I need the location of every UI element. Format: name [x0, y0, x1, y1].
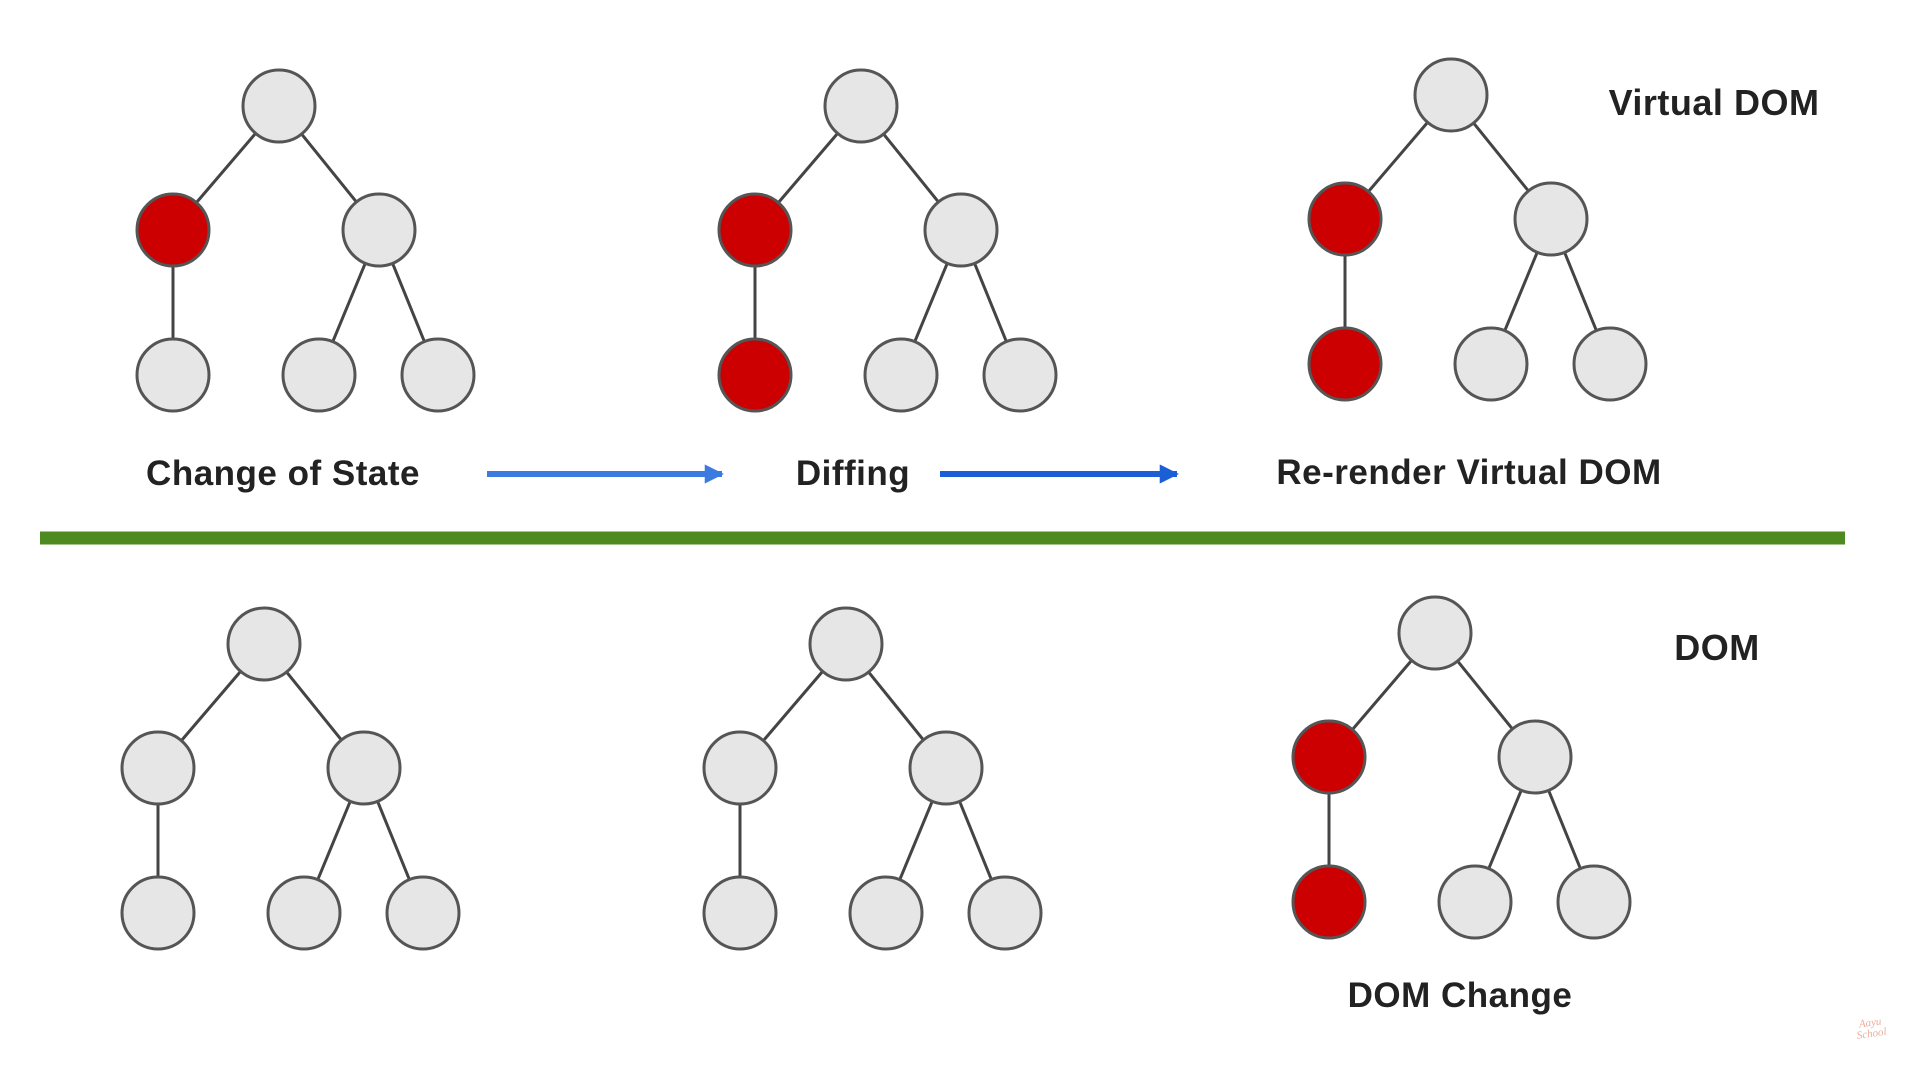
- tree-edge: [1367, 121, 1429, 193]
- watermark-logo: Aayu School: [1856, 1015, 1888, 1042]
- tree-edge: [180, 670, 242, 742]
- tree-edge: [1472, 122, 1530, 192]
- tree-vdom-diffing: [717, 68, 1058, 413]
- tree-edge: [376, 800, 411, 881]
- tree-edge: [1563, 251, 1598, 332]
- tree-node-right-grandchild-2: [1556, 864, 1632, 940]
- trees-layer: [120, 57, 1648, 951]
- changed-node-left-child: [1291, 719, 1367, 795]
- tree-edge: [762, 670, 824, 742]
- rerender-virtual-dom-label: Re-render Virtual DOM: [1276, 453, 1662, 492]
- tree-node-right-grandchild-1: [281, 337, 357, 413]
- changed-node-left-child: [717, 192, 793, 268]
- tree-edge: [316, 800, 352, 881]
- tree-node-root: [1397, 595, 1473, 671]
- tree-node-root: [823, 68, 899, 144]
- tree-node-right-child: [1497, 719, 1573, 795]
- tree-dom-changed: [1291, 595, 1632, 940]
- tree-edge: [1503, 251, 1539, 332]
- tree-node-right-grandchild-1: [863, 337, 939, 413]
- diffing-label: Diffing: [795, 454, 911, 493]
- changed-node-left-grandchild: [1307, 326, 1383, 402]
- changed-node-left-grandchild: [717, 337, 793, 413]
- tree-node-right-grandchild-2: [982, 337, 1058, 413]
- tree-edge: [777, 132, 839, 204]
- tree-node-right-grandchild-1: [1437, 864, 1513, 940]
- tree-edge: [1456, 660, 1514, 730]
- tree-node-right-grandchild-2: [1572, 326, 1648, 402]
- tree-node-left-grandchild: [702, 875, 778, 951]
- tree-edge: [973, 262, 1008, 343]
- tree-vdom-change-of-state: [135, 68, 476, 413]
- tree-node-left-child: [702, 730, 778, 806]
- tree-node-root: [226, 606, 302, 682]
- tree-edge: [285, 671, 343, 741]
- tree-node-left-grandchild: [135, 337, 211, 413]
- tree-node-root: [1413, 57, 1489, 133]
- tree-dom-diffing: [702, 606, 1043, 951]
- dom-heading: DOM: [1674, 627, 1760, 668]
- tree-node-root: [808, 606, 884, 682]
- tree-node-right-child: [341, 192, 417, 268]
- tree-node-right-grandchild-2: [400, 337, 476, 413]
- tree-edge: [331, 262, 367, 343]
- tree-edge: [882, 133, 940, 203]
- tree-edge: [391, 262, 426, 343]
- tree-node-left-child: [120, 730, 196, 806]
- tree-edge: [958, 800, 993, 881]
- change-of-state-label: Change of State: [146, 454, 420, 493]
- tree-edge: [1487, 789, 1523, 870]
- tree-edge: [913, 262, 949, 343]
- tree-node-right-grandchild-1: [266, 875, 342, 951]
- tree-node-right-child: [1513, 181, 1589, 257]
- changed-node-left-child: [1307, 181, 1383, 257]
- tree-edge: [1547, 789, 1582, 870]
- tree-node-left-grandchild: [120, 875, 196, 951]
- tree-vdom-rerender: [1307, 57, 1648, 402]
- tree-node-right-child: [326, 730, 402, 806]
- tree-node-right-grandchild-1: [848, 875, 924, 951]
- tree-edge: [898, 800, 934, 881]
- changed-node-left-grandchild: [1291, 864, 1367, 940]
- tree-node-root: [241, 68, 317, 144]
- tree-dom-before: [120, 606, 461, 951]
- tree-node-right-grandchild-2: [967, 875, 1043, 951]
- tree-node-right-child: [908, 730, 984, 806]
- tree-edge: [1351, 659, 1413, 731]
- virtual-dom-heading: Virtual DOM: [1608, 82, 1820, 123]
- tree-edge: [867, 671, 925, 741]
- tree-node-right-grandchild-1: [1453, 326, 1529, 402]
- tree-node-right-child: [923, 192, 999, 268]
- tree-node-right-grandchild-2: [385, 875, 461, 951]
- changed-node-left-child: [135, 192, 211, 268]
- tree-edge: [195, 132, 257, 204]
- tree-edge: [300, 133, 358, 203]
- dom-change-label: DOM Change: [1347, 976, 1573, 1015]
